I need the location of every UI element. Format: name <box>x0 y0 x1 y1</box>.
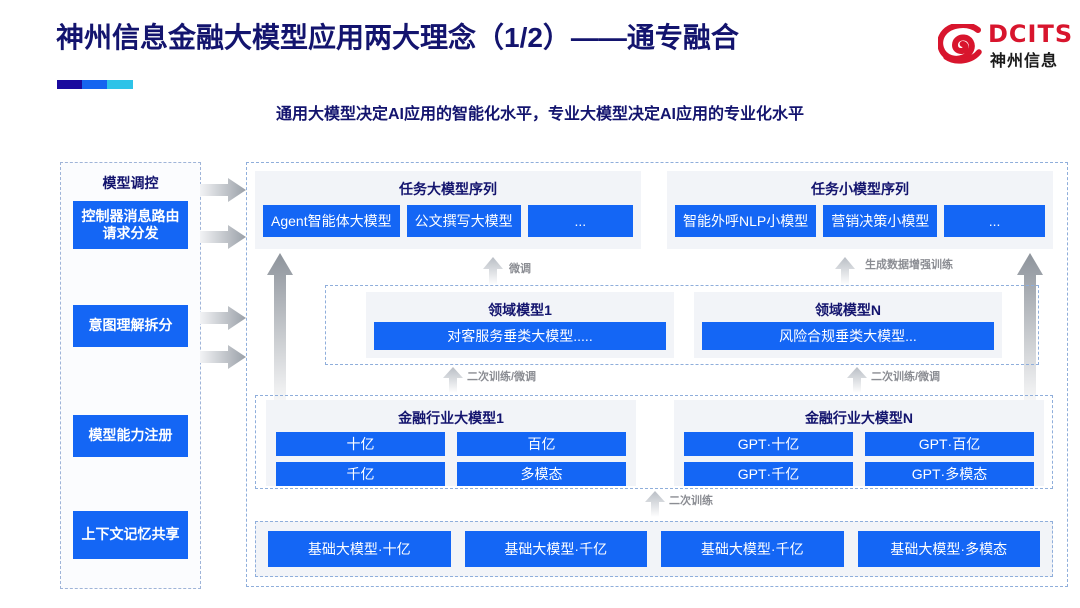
chip-outbound-nlp-model[interactable]: 智能外呼NLP小模型 <box>675 205 817 237</box>
page-subtitle: 通用大模型决定AI应用的智能化水平，专业大模型决定AI应用的专业化水平 <box>275 106 804 123</box>
domain-model-1-panel: 领域模型1 对客服务垂类大模型..... <box>366 292 674 358</box>
task-large-model-title: 任务大模型序列 <box>399 181 497 197</box>
industry-cell-1-d[interactable]: 多模态 <box>457 462 626 486</box>
connector-arrow-right-1 <box>200 178 246 202</box>
title-accent-bar <box>57 80 133 89</box>
tall-arrow-left <box>267 253 293 413</box>
arrow-fine-tune <box>483 257 503 285</box>
industry-cell-n-a[interactable]: GPT·十亿 <box>684 432 853 456</box>
industry-model-1-panel: 金融行业大模型1 十亿 百亿 千亿 多模态 <box>266 400 636 486</box>
industry-model-n-cells: GPT·十亿 GPT·百亿 GPT·千亿 GPT·多模态 <box>674 428 1044 492</box>
connector-arrow-right-2 <box>200 225 246 249</box>
domain-model-n-panel: 领域模型N 风险合规垂类大模型... <box>694 292 1002 358</box>
industry-model-1-cells: 十亿 百亿 千亿 多模态 <box>266 428 636 492</box>
domain-model-n-bar[interactable]: 风险合规垂类大模型... <box>702 322 994 350</box>
arrow-retrain-left <box>443 367 463 393</box>
arrow-label-retrain-left: 二次训练/微调 <box>467 371 537 383</box>
task-small-model-title: 任务小模型序列 <box>811 181 909 197</box>
industry-cell-1-c[interactable]: 千亿 <box>276 462 445 486</box>
arrow-retrain-right <box>847 367 867 393</box>
sidebar-item-controller-routing[interactable]: 控制器消息路由请求分发 <box>73 201 188 249</box>
model-control-title: 模型调控 <box>102 175 159 191</box>
base-model-cell-3[interactable]: 基础大模型·千亿 <box>661 531 844 567</box>
task-large-model-chips: Agent智能体大模型 公文撰写大模型 ... <box>255 199 641 245</box>
industry-model-group: 金融行业大模型1 十亿 百亿 千亿 多模态 金融行业大模型N GPT·十亿 GP… <box>255 395 1053 489</box>
industry-model-n-panel: 金融行业大模型N GPT·十亿 GPT·百亿 GPT·千亿 GPT·多模态 <box>674 400 1044 486</box>
chip-more-large[interactable]: ... <box>527 205 633 237</box>
arrow-label-fine-tune: 微调 <box>509 263 531 275</box>
arrow-label-retrain-base: 二次训练 <box>669 495 713 507</box>
industry-model-n-title: 金融行业大模型N <box>804 410 914 426</box>
sidebar-item-capability-registry[interactable]: 模型能力注册 <box>73 415 188 457</box>
task-large-model-panel: 任务大模型序列 Agent智能体大模型 公文撰写大模型 ... <box>255 171 641 249</box>
domain-model-group: 领域模型1 对客服务垂类大模型..... 领域模型N 风险合规垂类大模型... <box>325 285 1039 365</box>
connector-arrow-right-3 <box>200 306 246 330</box>
company-logo: DCITS 神州信息 <box>938 18 1072 74</box>
arrow-label-data-augmentation: 生成数据增强训练 <box>865 259 953 271</box>
base-model-cell-4[interactable]: 基础大模型·多模态 <box>857 531 1040 567</box>
industry-cell-n-d[interactable]: GPT·多模态 <box>865 462 1034 486</box>
industry-cell-1-b[interactable]: 百亿 <box>457 432 626 456</box>
logo-brand-cn-text: 神州信息 <box>990 53 1059 70</box>
task-small-model-chips: 智能外呼NLP小模型 营销决策小模型 ... <box>667 199 1053 245</box>
domain-model-n-title: 领域模型N <box>814 302 882 318</box>
sidebar-item-context-memory[interactable]: 上下文记忆共享 <box>73 511 188 559</box>
logo-brand-text: DCITS <box>988 20 1074 48</box>
domain-model-1-bar[interactable]: 对客服务垂类大模型..... <box>374 322 666 350</box>
industry-cell-n-b[interactable]: GPT·百亿 <box>865 432 1034 456</box>
connector-arrow-right-4 <box>200 345 246 369</box>
industry-model-1-title: 金融行业大模型1 <box>398 410 504 426</box>
domain-model-1-title: 领域模型1 <box>488 302 552 318</box>
base-model-cell-1[interactable]: 基础大模型·十亿 <box>268 531 451 567</box>
chip-more-small[interactable]: ... <box>944 205 1045 237</box>
sidebar-item-intent-parsing[interactable]: 意图理解拆分 <box>73 305 188 347</box>
chip-marketing-decision-model[interactable]: 营销决策小模型 <box>823 205 938 237</box>
dcits-swirl-icon <box>938 24 982 64</box>
model-control-panel: 模型调控 控制器消息路由请求分发 意图理解拆分 模型能力注册 上下文记忆共享 <box>60 162 201 589</box>
base-model-group: 基础大模型·十亿 基础大模型·千亿 基础大模型·千亿 基础大模型·多模态 <box>255 521 1053 577</box>
tall-arrow-right <box>1017 253 1043 413</box>
chip-document-writing-model[interactable]: 公文撰写大模型 <box>406 205 521 237</box>
industry-cell-n-c[interactable]: GPT·千亿 <box>684 462 853 486</box>
architecture-diagram: 任务大模型序列 Agent智能体大模型 公文撰写大模型 ... 任务小模型序列 … <box>246 162 1068 587</box>
task-small-model-panel: 任务小模型序列 智能外呼NLP小模型 营销决策小模型 ... <box>667 171 1053 249</box>
arrow-label-retrain-right: 二次训练/微调 <box>871 371 941 383</box>
base-model-cell-2[interactable]: 基础大模型·千亿 <box>464 531 647 567</box>
arrow-retrain-base <box>645 491 665 517</box>
industry-cell-1-a[interactable]: 十亿 <box>276 432 445 456</box>
arrow-data-augmentation <box>835 257 855 285</box>
page-title: 神州信息金融大模型应用两大理念（1/2）——通专融合 <box>56 22 739 53</box>
chip-agent-model[interactable]: Agent智能体大模型 <box>263 205 400 237</box>
